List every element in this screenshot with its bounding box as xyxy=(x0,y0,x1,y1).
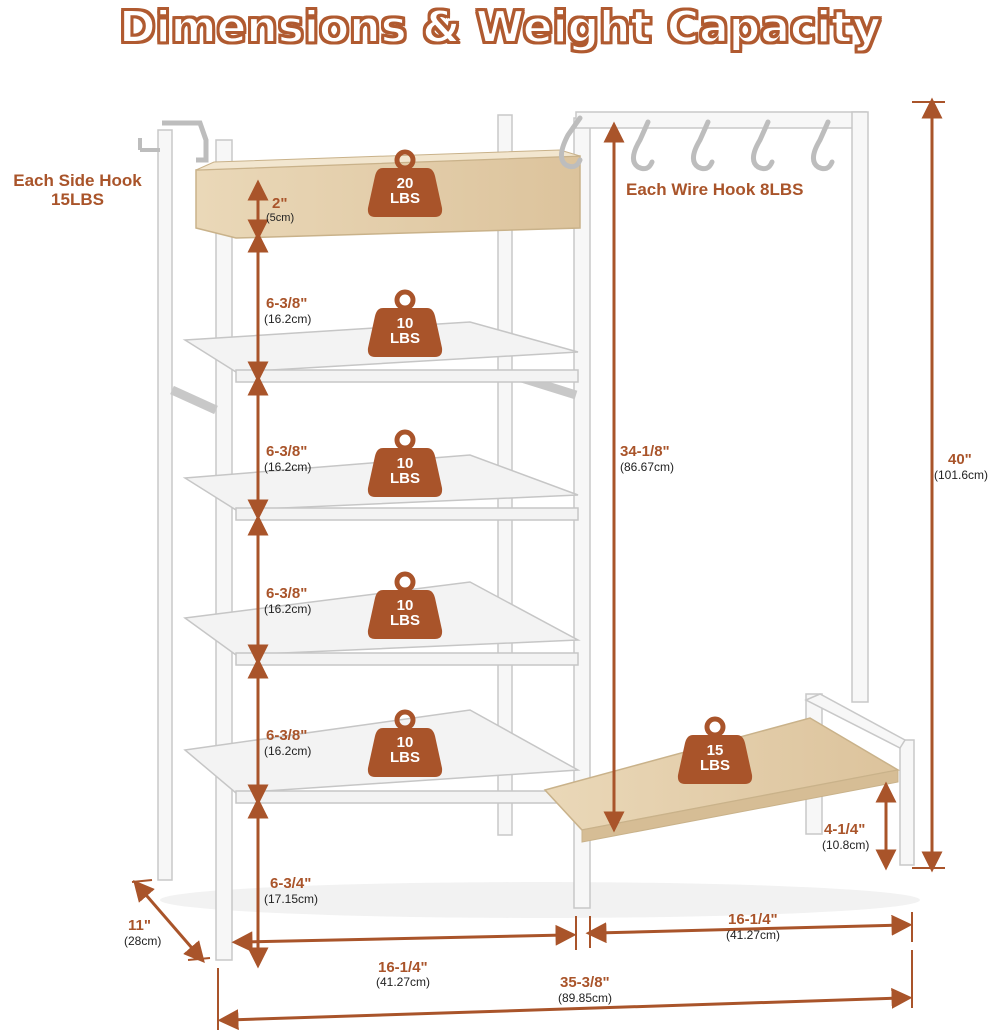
bottom-gap-cm: (17.15cm) xyxy=(264,892,319,906)
total-height-in: 40" xyxy=(948,451,972,468)
dim-depth xyxy=(133,880,205,963)
dim-shelf-width xyxy=(231,924,577,953)
weight-icon-shelf-4 xyxy=(367,709,443,777)
shelf-gap-1-in: 6-3/8" xyxy=(266,295,308,312)
depth-cm: (28cm) xyxy=(124,934,162,948)
top-tray-height-in: 2" xyxy=(272,195,288,212)
top-tray-height-cm: (5cm) xyxy=(266,212,295,224)
dim-total-width xyxy=(217,987,913,1031)
total-width-in: 35-3/8" xyxy=(560,974,610,991)
shelf-gap-2-cm: (16.2cm) xyxy=(264,460,312,474)
base-height-cm: (10.8cm) xyxy=(822,838,870,852)
hanging-height-cm: (86.67cm) xyxy=(620,460,675,474)
weight-icon-shelf-2 xyxy=(367,429,443,497)
shelf-gap-4-cm: (16.2cm) xyxy=(264,744,312,758)
shelf-gap-3-cm: (16.2cm) xyxy=(264,602,312,616)
base-height-in: 4-1/4" xyxy=(824,821,866,838)
total-height-cm: (101.6cm) xyxy=(934,468,989,482)
hanger-width-in: 16-1/4" xyxy=(728,911,778,928)
hanger-width-cm: (41.27cm) xyxy=(726,928,781,942)
shoe-rack-frame xyxy=(138,114,591,961)
weight-badges xyxy=(367,149,753,784)
dimension-lines xyxy=(131,97,945,1031)
shelf-gap-3-in: 6-3/8" xyxy=(266,585,308,602)
shelf-width-in: 16-1/4" xyxy=(378,959,428,976)
wire-hooks xyxy=(559,115,835,172)
total-width-cm: (89.85cm) xyxy=(558,991,613,1005)
dim-hanger-width xyxy=(585,914,913,944)
shelf-gap-2-in: 6-3/8" xyxy=(266,443,308,460)
hanging-height-in: 34-1/8" xyxy=(620,443,670,460)
depth-in: 11" xyxy=(128,917,151,934)
weight-icon-shelf-3 xyxy=(367,571,443,639)
page-title: Dimensions & Weight Capacity xyxy=(118,2,882,53)
shelf-gap-4-in: 6-3/8" xyxy=(266,727,308,744)
floor-shadow xyxy=(160,882,920,918)
weight-icon-top-tray xyxy=(367,149,443,217)
shelf-gap-1-cm: (16.2cm) xyxy=(264,312,312,326)
weight-icon-shelf-1 xyxy=(367,289,443,357)
bottom-gap-in: 6-3/4" xyxy=(270,875,312,892)
weight-icon-bottom-platform xyxy=(677,716,753,784)
shelf-width-cm: (41.27cm) xyxy=(376,975,431,989)
wire-hook-note: Each Wire Hook 8LBS xyxy=(626,180,804,199)
